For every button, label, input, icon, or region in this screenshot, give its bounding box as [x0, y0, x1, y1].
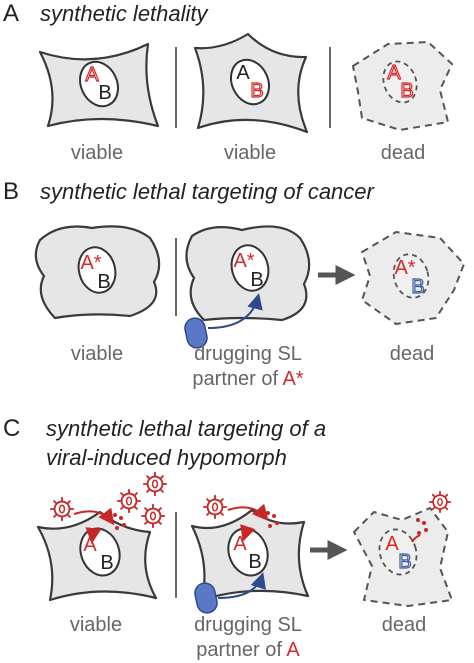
gene-a-label: A: [85, 64, 99, 86]
gene-b-label: B: [100, 552, 113, 574]
viral-entry-arrow: [227, 503, 269, 522]
caption-prefix: partner of: [192, 368, 282, 390]
drug-pill-icon: [184, 317, 208, 349]
virus-icon: [116, 488, 142, 514]
gene-b-label: B: [248, 551, 261, 573]
gene-a-label: A*: [394, 257, 415, 279]
viral-hypomorph-arrow: [240, 524, 256, 542]
panel-b: B synthetic lethal targeting of cancer A…: [3, 178, 465, 390]
drug-inhibition-arrow: [207, 293, 263, 329]
panel-a-cell-2: A B viable: [193, 32, 309, 164]
viral-hypomorph-arrow: [411, 534, 421, 543]
panel-a: A synthetic lethality A B viable A B via…: [3, 0, 453, 164]
gene-a-label: A: [385, 533, 399, 555]
drug-inhibition-arrow: [217, 572, 266, 599]
cell-caption: dead: [390, 343, 435, 365]
panel-c-cell-2: A B drugging SL partner of A: [190, 494, 310, 661]
nucleus: [79, 60, 119, 108]
gene-a-label: A: [387, 62, 401, 84]
gene-b-label: B: [411, 276, 424, 298]
gene-b-label: B: [250, 269, 263, 291]
virus-icon: [428, 490, 452, 514]
viral-hypomorph-arrow: [85, 527, 102, 544]
virus-icon: [49, 496, 75, 522]
panel-a-cell-1: A B viable: [38, 42, 160, 164]
viral-particle-dots: [416, 518, 428, 535]
gene-b-label: B: [400, 80, 413, 102]
cell-caption: viable: [224, 142, 276, 164]
viral-particle-dots: [266, 511, 279, 528]
cell-caption: viable: [71, 142, 123, 164]
gene-a-label: A*: [80, 252, 101, 274]
cell-caption-line1: drugging SL: [194, 343, 302, 365]
panel-c-cell-1: A B viable: [36, 471, 168, 636]
panel-b-cell-1: A* B viable: [34, 225, 161, 365]
cell-caption-line1: drugging SL: [194, 614, 302, 636]
viral-entry-arrow: [73, 507, 115, 526]
cell-caption: viable: [71, 343, 123, 365]
panel-c-cell-3: A B dead: [353, 490, 453, 636]
virus-icon: [140, 503, 166, 529]
caption-highlight: A*: [282, 368, 303, 390]
cell-caption: dead: [381, 142, 426, 164]
panel-b-cell-3: A* B dead: [361, 231, 465, 365]
panel-c-title-line1: synthetic lethal targeting of a: [46, 416, 326, 441]
panel-a-title: synthetic lethality: [40, 1, 210, 26]
panel-a-cell-3: A B dead: [352, 41, 453, 164]
nucleus: [392, 253, 430, 299]
nucleus: [230, 244, 270, 292]
caption-highlight: A: [286, 639, 300, 661]
nucleus: [77, 246, 117, 294]
panel-c-letter: C: [3, 415, 20, 442]
gene-b-label: B: [250, 80, 263, 102]
panel-b-title: synthetic lethal targeting of cancer: [40, 179, 376, 204]
panel-a-letter: A: [3, 0, 19, 27]
cell-caption-line2: partner of A: [196, 639, 300, 661]
gene-a-label: A: [236, 62, 250, 84]
drug-pill-icon: [194, 582, 218, 614]
viral-particle-dots: [113, 513, 126, 530]
panel-c: C synthetic lethal targeting of a viral-…: [3, 415, 453, 661]
gene-b-label: B: [97, 271, 110, 293]
nucleus: [230, 58, 270, 106]
virus-icon: [202, 494, 228, 520]
panel-c-title-line2: viral-induced hypomorph: [46, 445, 287, 470]
caption-prefix: partner of: [196, 639, 286, 661]
gene-b-label: B: [98, 82, 111, 104]
gene-a-label: A*: [233, 250, 254, 272]
gene-b-label: B: [398, 551, 411, 573]
gene-a-label: A: [83, 534, 97, 556]
panel-b-cell-2: A* B drugging SL partner of A*: [184, 225, 311, 390]
cell-caption: dead: [382, 614, 427, 636]
cell-caption: viable: [70, 614, 122, 636]
cell-caption-line2: partner of A*: [192, 368, 303, 390]
panel-b-letter: B: [3, 178, 19, 205]
virus-icon: [142, 471, 168, 497]
nucleus: [382, 60, 418, 104]
nucleus: [378, 528, 418, 576]
